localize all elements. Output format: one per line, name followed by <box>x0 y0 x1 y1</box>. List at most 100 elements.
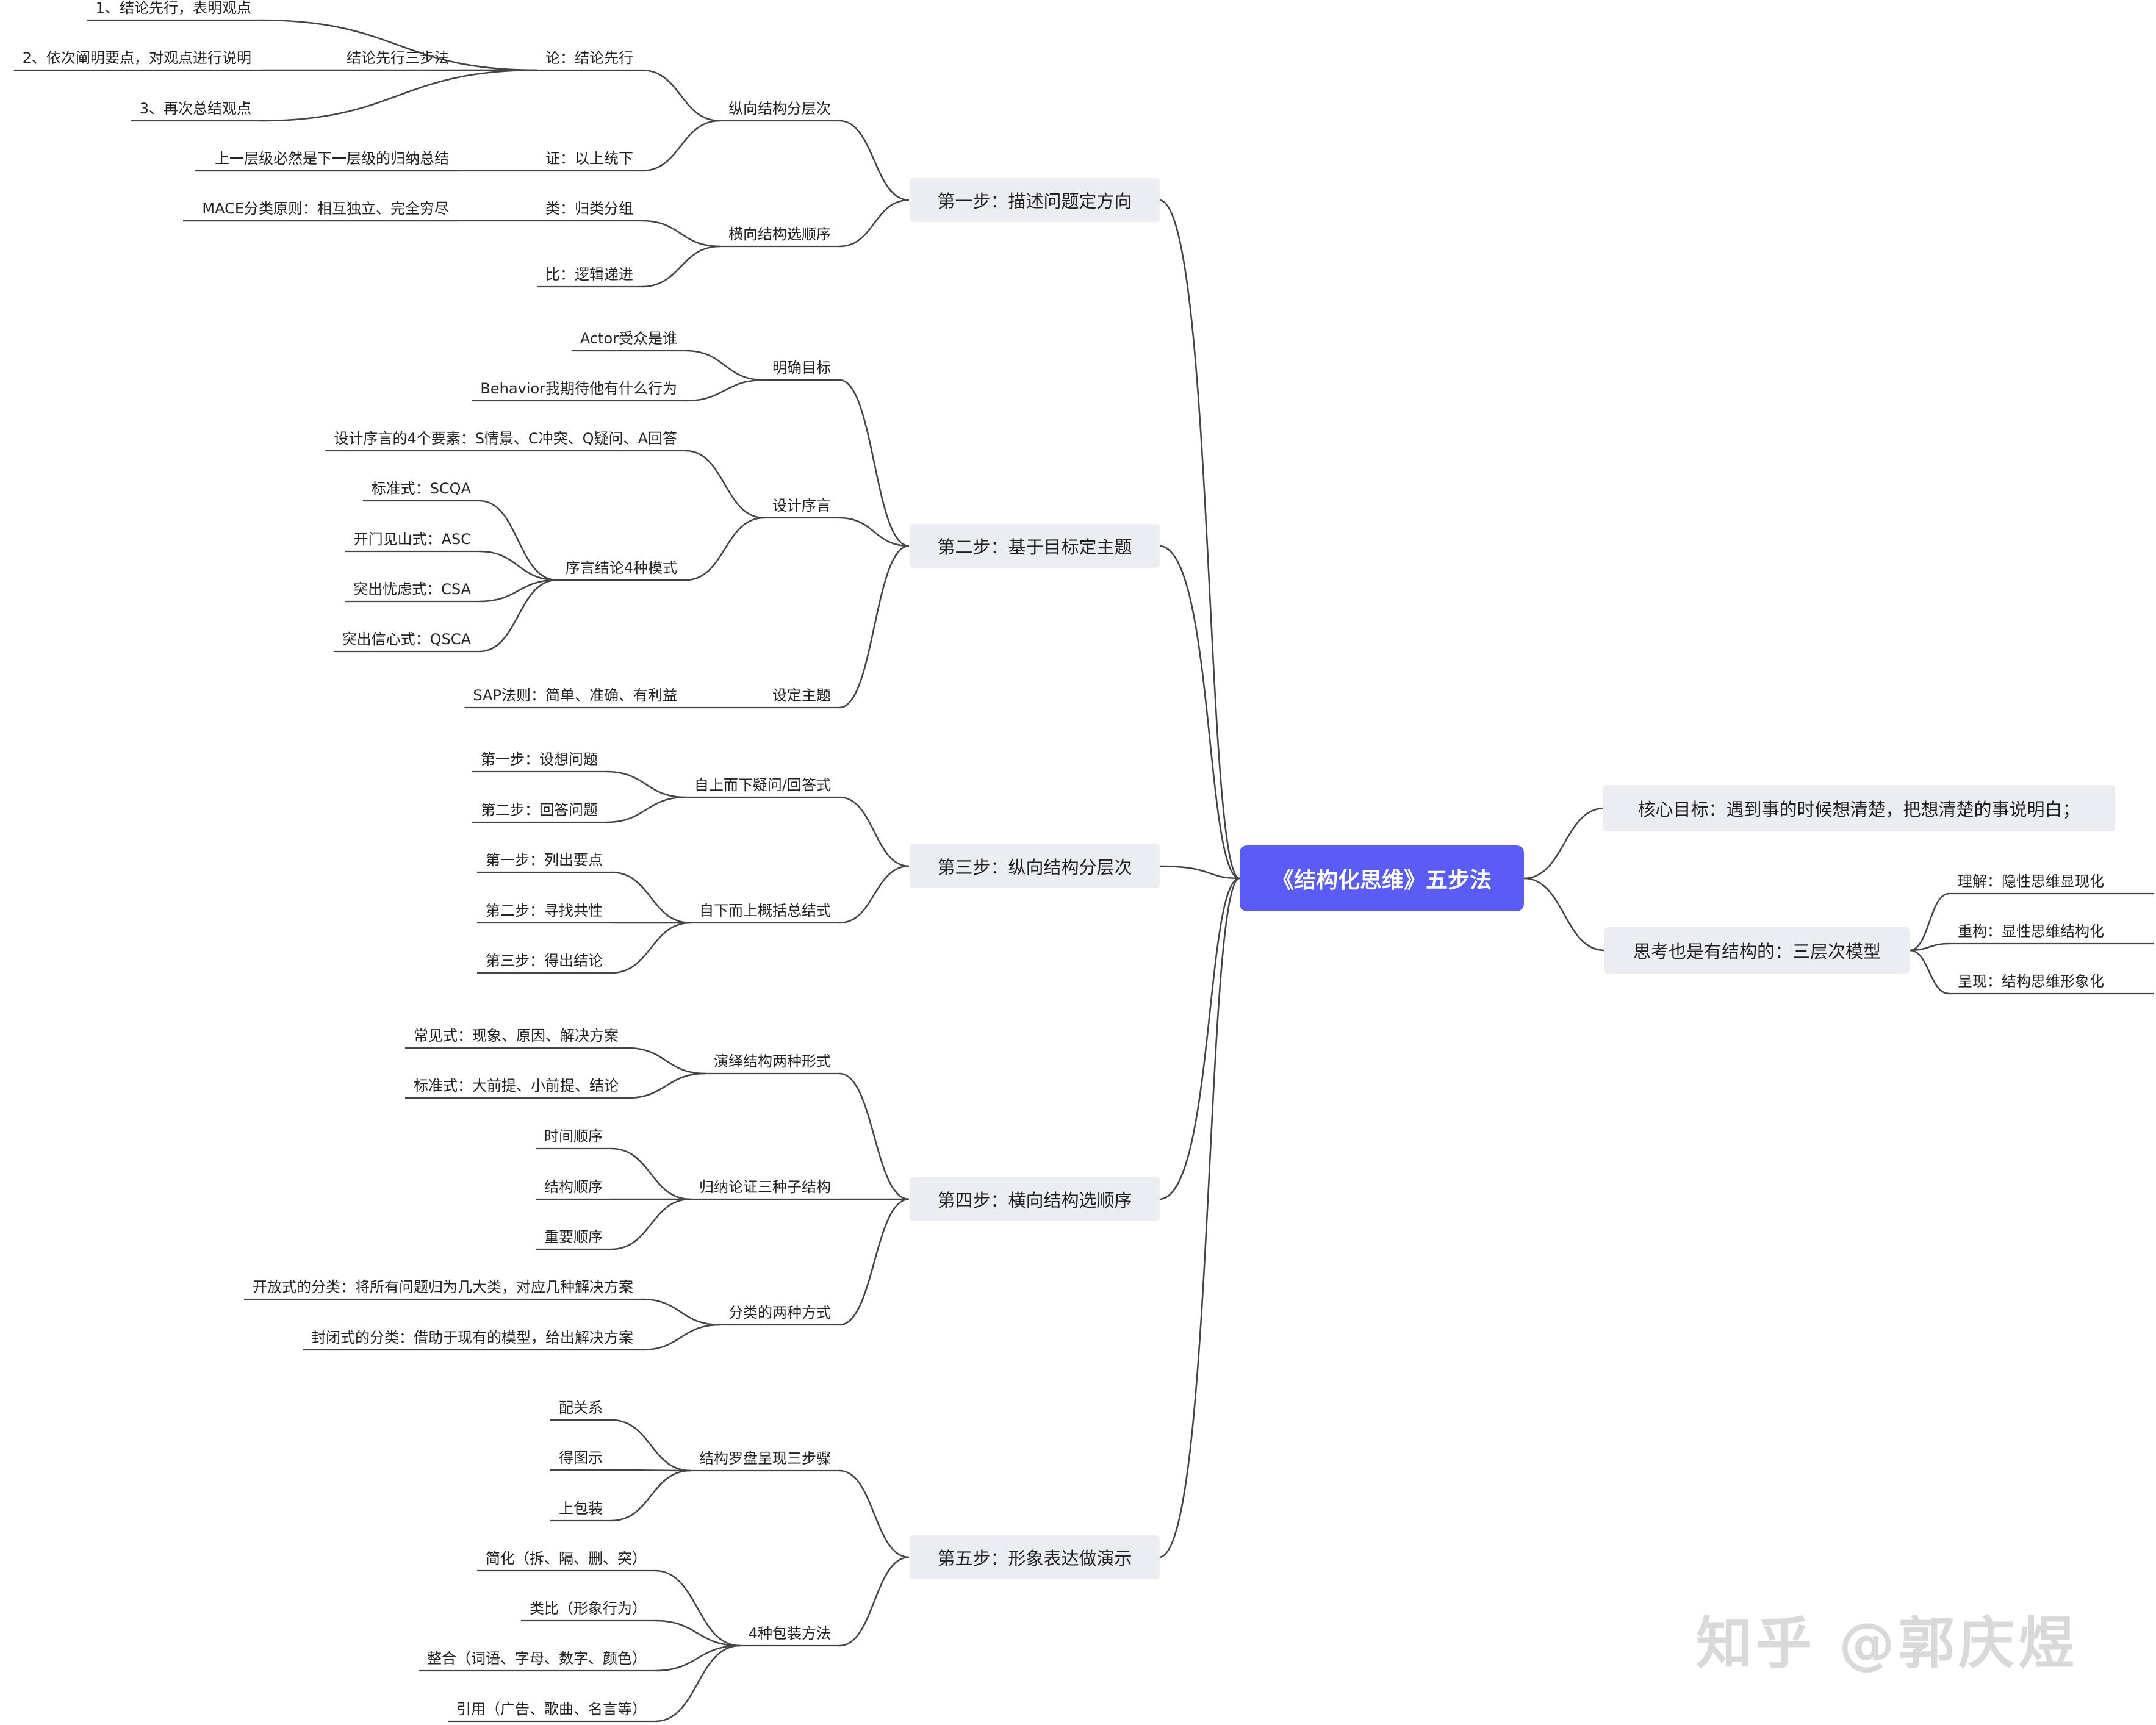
leaf-node[interactable]: 3、再次总结观点 <box>139 100 251 117</box>
branch-node[interactable]: 演绎结构两种形式 <box>714 1053 831 1070</box>
model-item[interactable]: 呈现：结构思维形象化 <box>1958 973 2104 990</box>
branch-node[interactable]: 自下而上概括总结式 <box>699 902 831 919</box>
connector-line <box>641 220 720 248</box>
leaf-node[interactable]: 第一步：设想问题 <box>481 751 598 768</box>
connector-line <box>1159 865 1240 880</box>
connector-line <box>611 1469 691 1472</box>
three-layer-model-node[interactable]: 思考也是有结构的：三层次模型 <box>1604 927 1910 974</box>
leaf-node[interactable]: 1、结论先行，表明观点 <box>95 0 251 16</box>
connector-line <box>1159 877 1240 1558</box>
connector-line <box>839 796 910 867</box>
step-node[interactable]: 第四步：横向结构选顺序 <box>910 1177 1160 1221</box>
branch-node[interactable]: 归纳论证三种子结构 <box>699 1178 831 1196</box>
leaf-node[interactable]: 整合（词语、字母、数字、颜色） <box>427 1650 647 1667</box>
connector-line <box>685 379 764 402</box>
leaf-node[interactable]: 第二步：寻找共性 <box>486 902 603 919</box>
connector-line <box>606 770 686 798</box>
leaf-node[interactable]: SAP法则：简单、准确、有利益 <box>473 687 677 704</box>
connector-line <box>839 865 910 924</box>
branch-node[interactable]: 结构罗盘呈现三步骤 <box>699 1450 831 1467</box>
connector-line <box>479 500 557 581</box>
leaf-node[interactable]: MACE分类原则：相互独立、完全穷尽 <box>202 200 449 217</box>
connector-line <box>839 1072 910 1200</box>
connector-line <box>839 1198 910 1326</box>
leaf-node[interactable]: 结构顺序 <box>544 1178 603 1196</box>
leaf-node[interactable]: 标准式：大前提、小前提、结论 <box>414 1077 619 1094</box>
leaf-node[interactable]: Actor受众是谁 <box>580 330 677 347</box>
leaf-node[interactable]: 封闭式的分类：借助于现有的模型，给出解决方案 <box>311 1329 633 1346</box>
connector-line <box>839 517 910 547</box>
branch-node[interactable]: 明确目标 <box>772 359 831 376</box>
root-topic[interactable]: 《结构化思维》五步法 <box>1240 845 1524 911</box>
connector-line <box>611 1419 691 1472</box>
item-node[interactable]: 论：结论先行 <box>545 49 633 66</box>
model-item[interactable]: 重构：显性思维结构化 <box>1958 923 2104 940</box>
leaf-node[interactable]: 突出信心式：QSCA <box>342 631 471 648</box>
leaf-node[interactable]: 上一层级必然是下一层级的归纳总结 <box>215 150 449 167</box>
connector-line <box>259 19 537 71</box>
step-node[interactable]: 第一步：描述问题定方向 <box>910 178 1160 222</box>
leaf-node[interactable]: 2、依次阐明要点，对观点进行说明 <box>22 49 251 66</box>
connector-line <box>839 1556 910 1647</box>
branch-node[interactable]: 分类的两种方式 <box>728 1304 831 1321</box>
connector-line <box>1909 949 1950 995</box>
connector-line <box>655 1644 740 1672</box>
step-node[interactable]: 第三步：纵向结构分层次 <box>910 844 1160 888</box>
leaf-node[interactable]: 重要顺序 <box>544 1228 603 1246</box>
leaf-node[interactable]: 时间顺序 <box>544 1128 603 1145</box>
item-node[interactable]: 结论先行三步法 <box>347 49 449 66</box>
core-goal-node[interactable]: 核心目标：遇到事的时候想清楚，把想清楚的事说明白； <box>1603 785 2115 831</box>
branch-node[interactable]: 设计序言 <box>772 497 831 514</box>
watermark: 知乎 @郭庆煜 <box>1696 1611 2079 1676</box>
connector-line <box>839 199 910 248</box>
step-node[interactable]: 第二步：基于目标定主题 <box>910 524 1160 568</box>
branch-node[interactable]: 纵向结构分层次 <box>728 100 831 117</box>
connector-line <box>611 922 691 974</box>
leaf-node[interactable]: 简化（拆、隔、删、突） <box>486 1550 647 1567</box>
connector-line <box>641 1298 720 1326</box>
leaf-node[interactable]: 第三步：得出结论 <box>486 952 603 969</box>
connector-line <box>839 545 910 709</box>
connector-line <box>1523 877 1605 952</box>
item-node[interactable]: 证：以上统下 <box>545 150 633 167</box>
leaf-node[interactable]: 开放式的分类：将所有问题归为几大类，对应几种解决方案 <box>253 1279 633 1296</box>
connector-line <box>685 350 764 381</box>
model-item[interactable]: 理解：隐性思维显现化 <box>1958 873 2104 890</box>
connector-line <box>611 871 691 924</box>
connector-line <box>641 1324 720 1351</box>
leaf-node[interactable]: 类比（形象行为） <box>530 1600 647 1617</box>
leaf-node[interactable]: 引用（广告、歌曲、名言等） <box>456 1701 647 1718</box>
connector-line <box>611 1469 691 1522</box>
leaf-node[interactable]: 第二步：回答问题 <box>481 802 598 819</box>
connector-line <box>1909 892 1950 952</box>
leaf-node[interactable]: 突出忧虑式：CSA <box>353 581 471 598</box>
connector-line <box>839 379 910 547</box>
leaf-node[interactable]: 上包装 <box>559 1500 603 1517</box>
leaf-node[interactable]: 开门见山式：ASC <box>353 531 471 548</box>
leaf-node[interactable]: Behavior我期待他有什么行为 <box>480 380 677 397</box>
connector-line <box>641 69 720 122</box>
branch-node[interactable]: 自上而下疑问/回答式 <box>694 776 831 794</box>
connector-line <box>655 1619 740 1647</box>
connector-line <box>839 120 910 201</box>
leaf-node[interactable]: 得图示 <box>559 1449 603 1466</box>
connector-line <box>685 517 764 581</box>
connector-line <box>479 579 557 653</box>
branch-node[interactable]: 横向结构选顺序 <box>728 226 831 243</box>
leaf-node[interactable]: 第一步：列出要点 <box>486 852 603 869</box>
item-node[interactable]: 序言结论4种模式 <box>565 559 677 576</box>
leaf-node[interactable]: 配关系 <box>559 1399 603 1416</box>
leaf-node[interactable]: 常见式：现象、原因、解决方案 <box>414 1027 619 1044</box>
connector-line <box>1909 942 1950 952</box>
step-node[interactable]: 第五步：形象表达做演示 <box>910 1535 1160 1579</box>
leaf-node[interactable]: 设计序言的4个要素：S情景、C冲突、Q疑问、A回答 <box>334 430 677 447</box>
branch-node[interactable]: 设定主题 <box>772 687 831 704</box>
branch-node[interactable]: 4种包装方法 <box>748 1625 831 1642</box>
item-node[interactable]: 类：归类分组 <box>545 200 633 217</box>
leaf-node[interactable]: 标准式：SCQA <box>371 480 471 497</box>
connector-line <box>627 1047 706 1075</box>
connector-line <box>627 1072 706 1099</box>
item-node[interactable]: 比：逻辑递进 <box>545 266 633 283</box>
connector-line <box>641 120 720 172</box>
